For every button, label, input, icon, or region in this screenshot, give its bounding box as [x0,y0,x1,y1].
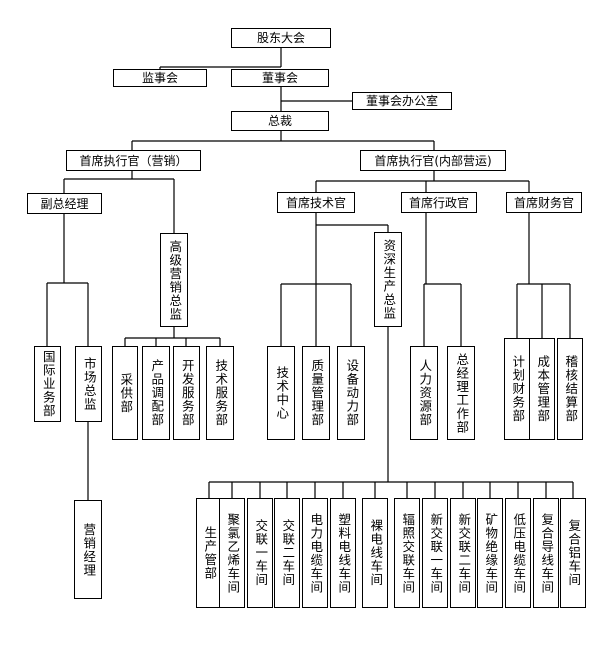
workshop-box: 辐照交联车间 [394,498,420,608]
senior-production-director-box: 资深生产总监 [374,232,402,327]
board-office-box: 董事会办公室 [352,92,452,110]
workshop-box: 新交联一车间 [422,498,448,608]
cfo-box: 首席财务官 [506,192,582,213]
development-service-box: 开发服务部 [173,346,200,440]
president-box: 总裁 [231,111,329,131]
coo-box: 首席执行官(内部营运) [360,150,506,171]
procurement-box: 采供部 [112,346,138,440]
workshop-box: 电力电缆车间 [302,498,328,608]
workshop-box: 复合导线车间 [533,498,559,608]
planning-finance-box: 计划财务部 [504,338,530,440]
vice-gm-box: 副总经理 [27,193,102,214]
workshop-box: 塑料电线车间 [330,498,356,608]
quality-management-box: 质量管理部 [302,346,330,440]
senior-marketing-director-box: 高级营销总监 [160,233,188,327]
shareholders-meeting-box: 股东大会 [231,28,331,48]
workshop-box: 聚氯乙烯车间 [219,498,245,608]
tech-center-box: 技术中心 [267,346,295,440]
board-of-directors-box: 董事会 [231,69,329,87]
equipment-power-box: 设备动力部 [337,346,365,440]
workshop-box: 裸电线车间 [362,498,388,608]
cto-box: 首席技术官 [277,192,355,213]
market-director-box: 市场总监 [75,346,102,422]
audit-accounting-box: 稽核结算部 [557,338,583,440]
workshop-box: 复合铝车间 [560,498,586,608]
product-dispatch-box: 产品调配部 [142,346,170,440]
tech-service-box: 技术服务部 [206,346,234,440]
workshop-box: 新交联二车间 [450,498,476,608]
supervisory-board-box: 监事会 [113,69,207,87]
workshop-box: 矿物绝缘车间 [477,498,503,608]
cmo-box: 首席执行官（营销） [66,150,201,171]
workshop-box: 交联一车间 [247,498,273,608]
cost-management-box: 成本管理部 [529,338,555,440]
sales-manager-box: 营销经理 [74,500,102,599]
gm-office-box: 总经理工作部 [447,346,475,440]
workshop-box: 交联二车间 [274,498,300,608]
workshop-box: 低压电缆车间 [505,498,531,608]
international-business-box: 国际业务部 [34,346,61,422]
human-resources-box: 人力资源部 [410,346,438,440]
cao-box: 首席行政官 [401,192,477,213]
